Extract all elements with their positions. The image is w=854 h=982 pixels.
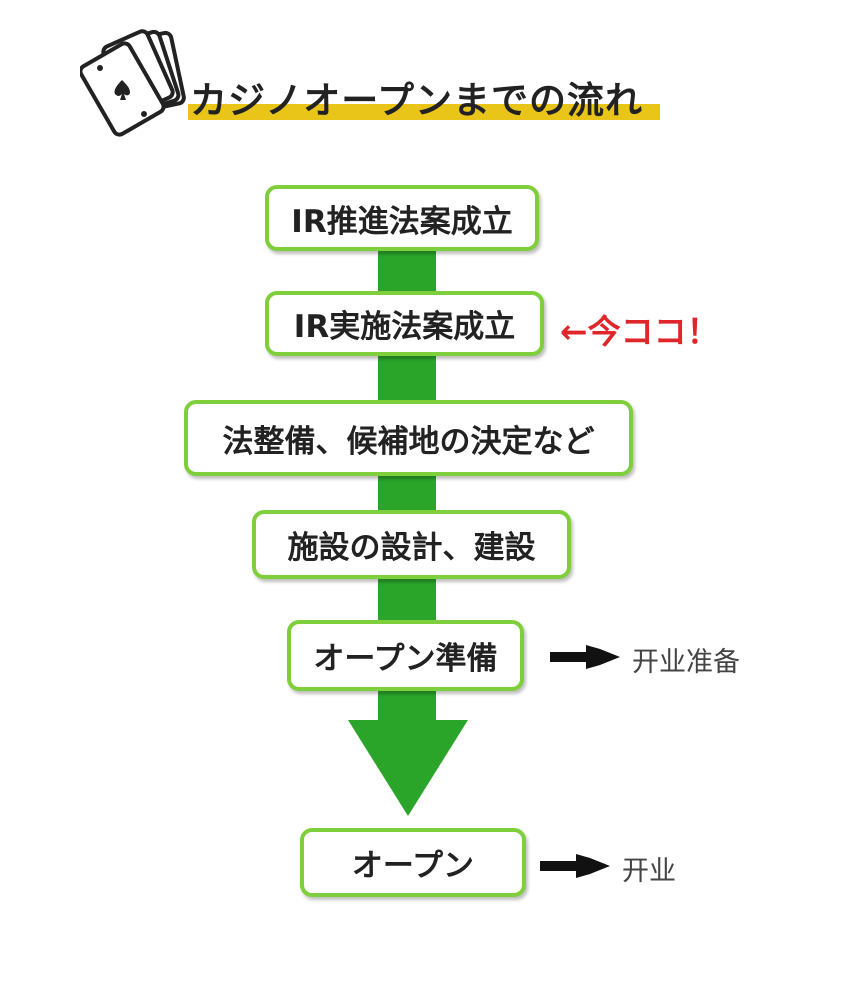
annotation-opening: 开业	[622, 856, 676, 887]
step-legislation-site-selection: 法整備、候補地の決定など	[184, 400, 633, 476]
step-ir-implementation-bill: IR実施法案成立	[265, 291, 544, 356]
step-design-construction: 施設の設計、建設	[252, 510, 571, 579]
step-label: オープン準備	[313, 641, 498, 677]
step-label: IR推進法案成立	[291, 203, 513, 240]
step-ir-promotion-bill: IR推進法案成立	[265, 185, 539, 251]
page-title: カジノオープンまでの流れ	[190, 79, 644, 122]
title-underline	[188, 104, 660, 120]
step-opening-preparation: オープン準備	[287, 620, 524, 691]
annotation-opening-preparation: 开业准备	[632, 647, 740, 678]
flow-arrow-head	[348, 720, 468, 816]
step-opening: オープン	[300, 828, 526, 897]
step-label: IR実施法案成立	[293, 309, 516, 345]
current-position-marker: ←今ココ！	[560, 312, 720, 351]
step-label: オープン	[351, 848, 475, 884]
step-label: 施設の設計、建設	[287, 530, 536, 566]
right-arrow-icon	[550, 645, 620, 669]
right-arrow-icon	[540, 854, 610, 878]
step-label: 法整備、候補地の決定など	[222, 423, 595, 460]
playing-cards-icon	[80, 29, 186, 137]
